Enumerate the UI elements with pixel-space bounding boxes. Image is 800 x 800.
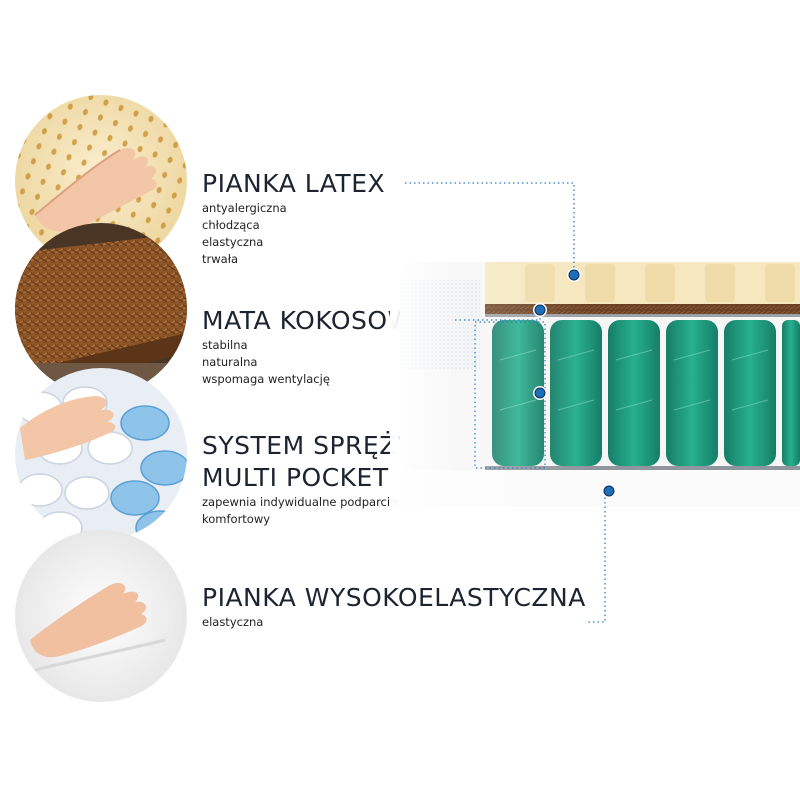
coconut-feature: naturalna: [202, 355, 258, 369]
spring-feature: zapewnia indywidualne podparcie: [202, 495, 398, 509]
latex-feature: chłodząca: [202, 218, 260, 232]
foam-feature: elastyczna: [202, 615, 264, 629]
foam-layer-title: PIANKA WYSOKOELASTYCZNA: [202, 583, 586, 612]
foam-layer-info: PIANKA WYSOKOELASTYCZNA elastyczna: [202, 582, 586, 631]
spring-layer-title-line2: MULTI POCKET: [202, 463, 389, 492]
latex-layer-title: PIANKA LATEX: [202, 169, 386, 198]
pocket-springs-photo: [15, 368, 187, 540]
coconut-feature: stabilna: [202, 338, 248, 352]
latex-layer-info: PIANKA LATEX antyalergiczna chłodząca el…: [202, 168, 385, 268]
latex-feature: trwała: [202, 252, 239, 266]
latex-feature: antyalergiczna: [202, 201, 287, 215]
mattress-cross-section: [390, 250, 800, 510]
coconut-feature: wspomaga wentylację: [202, 372, 330, 386]
high-elastic-foam-photo: [15, 530, 187, 702]
spring-feature: komfortowy: [202, 512, 271, 526]
latex-foam-photo: [15, 95, 187, 267]
latex-feature: elastyczna: [202, 235, 264, 249]
